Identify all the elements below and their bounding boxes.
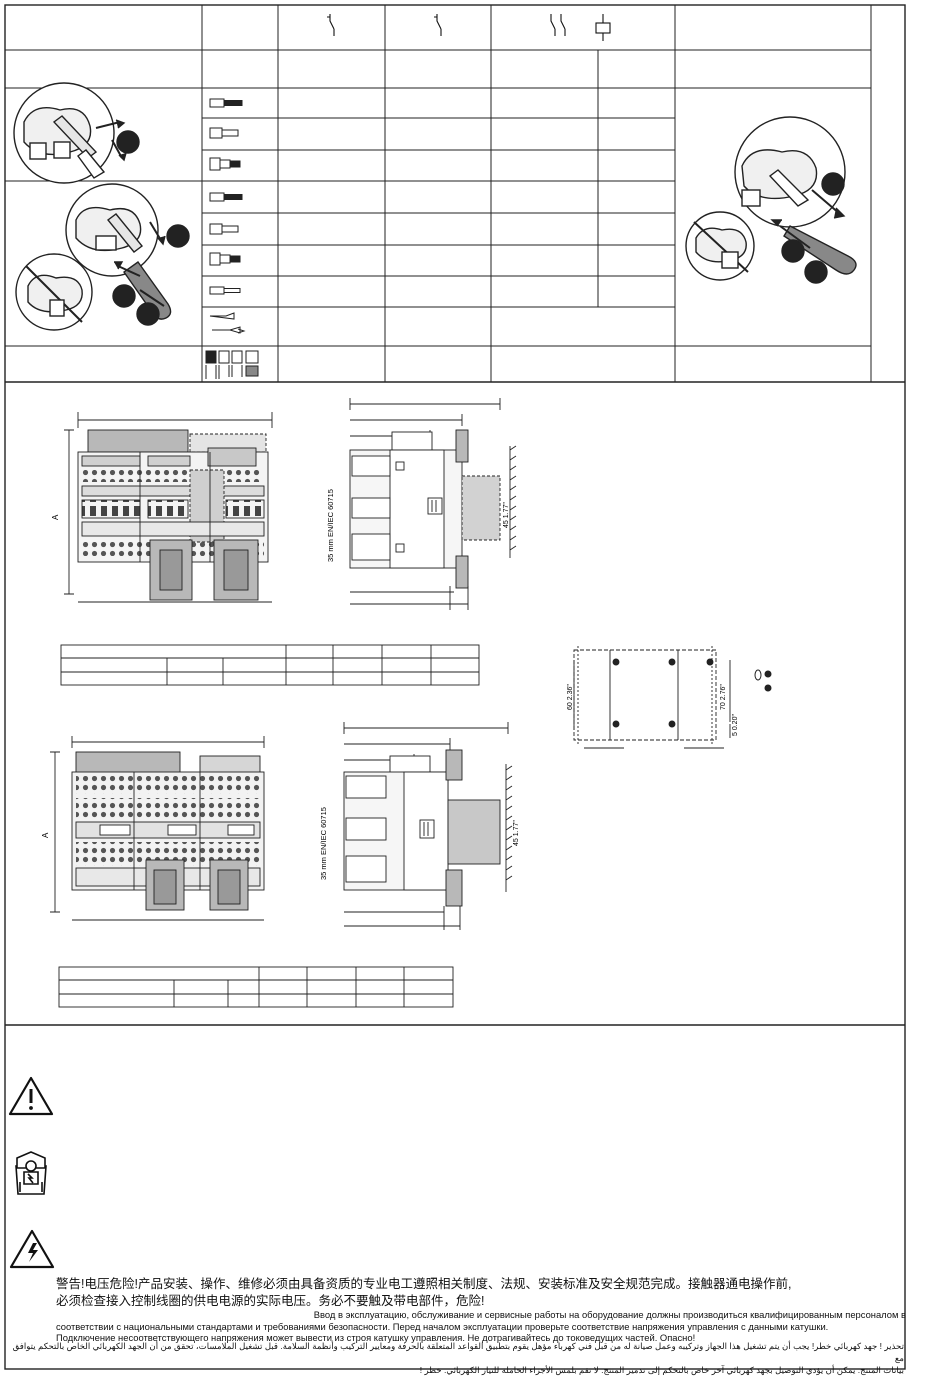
din-rail-label-2: 35 mm EN/IEC 60715: [319, 807, 328, 880]
warning-line: 警告!电压危险!产品安装、操作、维修必须由具备资质的专业电工遵照相关制度、法规、…: [56, 1277, 792, 1291]
mounting-hole-drawing: [573, 646, 731, 749]
dimension-table-1: [60, 644, 480, 686]
warning-line: соответствии с национальными стандартами…: [56, 1320, 829, 1332]
electric-shock-icon: [9, 1229, 55, 1269]
contactor-side-view-1: [349, 398, 517, 610]
screwdriver-tips-icon: [205, 350, 259, 379]
screwdriver-icon: [15, 183, 190, 331]
dimension-label-45-1: 45 1.77": [503, 502, 510, 528]
dimension-label-60: 60 2.36": [567, 684, 574, 710]
dimension-table-2: [58, 966, 454, 1008]
din-rail-label-1: 35 mm EN/IEC 60715: [326, 489, 335, 562]
dimension-label-a: A: [51, 514, 60, 520]
mounting-hole-icon: [754, 669, 772, 692]
wiring-table: [5, 5, 872, 382]
warning-text-arabic: تحذير ! جهد كهربائي خطر! يجب أن يتم تشغي…: [8, 1340, 904, 1376]
screwdriver-icon: [13, 82, 140, 184]
dimension-label-5: 5 0.20": [732, 714, 739, 736]
warning-triangle-icon: [8, 1076, 54, 1116]
warning-text-chinese: 警告!电压危险!产品安装、操作、维修必须由具备资质的专业电工遵照相关制度、法规、…: [56, 1276, 906, 1310]
electrician-icon: [15, 1151, 47, 1195]
warning-text-russian: Ввод в эксплуатацию, обслуживание и серв…: [56, 1309, 906, 1344]
contact-and-coil-symbol-icon: [550, 14, 611, 41]
warning-line: بيانات المنتج. يمكن أن يؤدي التوصيل بجهد…: [419, 1365, 904, 1375]
warning-line: Ввод в эксплуатацию, обслуживание и серв…: [313, 1309, 906, 1320]
contact-symbol-aux-icon: [434, 14, 442, 36]
screwdriver-icon: [685, 116, 857, 284]
contactor-front-view-2: [50, 736, 265, 921]
contactor-side-view-2: [343, 722, 513, 930]
dimension-label-70: 70 2.76": [720, 684, 727, 710]
dimension-label-a-2: A: [41, 832, 50, 838]
warning-line: 必须检查接入控制线圈的供电电源的实际电压。务必不要触及带电部件，危险!: [56, 1294, 485, 1308]
contact-symbol-main-icon: [327, 14, 335, 36]
warning-line: Подключение несоответствующего напряжени…: [56, 1332, 696, 1343]
contactor-front-view-1: [64, 412, 273, 603]
warning-line: تحذير ! جهد كهربائي خطر! يجب أن يتم تشغي…: [12, 1341, 904, 1363]
wire-ferrule-icon: [209, 98, 246, 334]
dimension-label-45-2: 45 1.77": [513, 820, 520, 846]
